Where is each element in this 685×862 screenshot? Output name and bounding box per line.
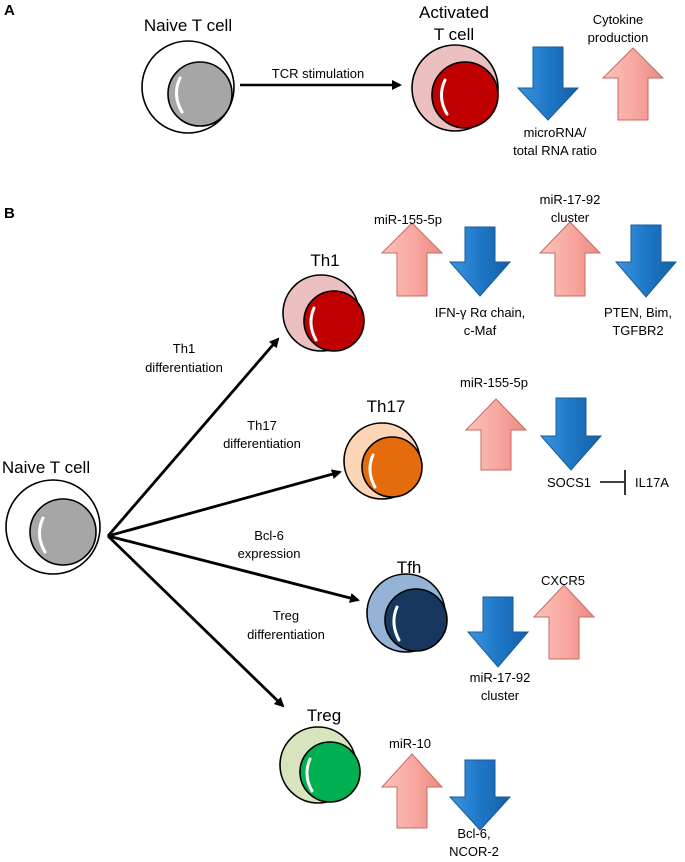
ratio-label-line2: total RNA ratio — [513, 143, 597, 158]
th17-branch-label-line2: differentiation — [223, 436, 301, 451]
ratio-label-line1: microRNA/ — [524, 125, 587, 140]
tfh-mir1792-label-line1: miR-17-92 — [470, 670, 531, 685]
th17-mir155-label: miR-155-5p — [460, 375, 528, 390]
treg-up-arrow-mir10 — [380, 753, 444, 829]
th17-cell — [343, 422, 423, 500]
treg-branch-label-line1: Treg — [273, 608, 299, 623]
th1-branch-label-line2: differentiation — [145, 360, 223, 375]
th1-down-arrow-ifn — [448, 226, 512, 297]
th1-up-arrow-mir155 — [380, 222, 444, 297]
treg-bcl6-label-line2: NCOR-2 — [449, 844, 499, 859]
cytokine-label-line2: production — [588, 30, 649, 45]
bcl6-branch-label-line1: Bcl-6 — [254, 528, 284, 543]
panel-a-up-arrow — [601, 47, 665, 121]
th1-mir1792-label-line2: cluster — [551, 210, 590, 225]
th1-ifn-label-line2: c-Maf — [464, 323, 497, 338]
th17-branch-label-line1: Th17 — [247, 418, 277, 433]
treg-branch-arrow — [107, 534, 285, 708]
treg-branch-label-line2: differentiation — [247, 627, 325, 642]
activated-t-cell — [411, 44, 499, 132]
cytokine-label-line1: Cytokine — [593, 12, 644, 27]
panel-a-naive-cell — [141, 40, 235, 134]
th1-branch-label-line1: Th1 — [173, 341, 195, 356]
th17-down-arrow-socs1 — [539, 397, 603, 471]
bcl6-branch-label-line2: expression — [238, 546, 301, 561]
bcl6-branch-arrow — [107, 534, 360, 603]
th1-branch-arrow — [106, 337, 280, 537]
th17-socs1-label: SOCS1 — [547, 475, 591, 490]
panel-b-letter: B — [4, 205, 15, 222]
tfh-cell — [366, 573, 448, 653]
tfh-name: Tfh — [397, 558, 422, 577]
th17-il17a-label: IL17A — [635, 475, 669, 490]
th1-ifn-label-line1: IFN-γ Rα chain, — [435, 305, 526, 320]
tcr-stimulation-label: TCR stimulation — [272, 66, 364, 81]
th1-down-arrow-pten — [614, 224, 678, 298]
th1-pten-label-line2: TGFBR2 — [612, 323, 663, 338]
th1-cell — [282, 274, 365, 352]
panel-b-naive-label: Naive T cell — [2, 458, 90, 477]
th17-name: Th17 — [367, 397, 406, 416]
activated-label-line2: T cell — [434, 25, 474, 44]
tfh-up-arrow-cxcr5 — [532, 584, 596, 660]
treg-mir10-label: miR-10 — [389, 736, 431, 751]
th1-up-arrow-mir1792 — [538, 221, 602, 297]
th1-mir155-label: miR-155-5p — [374, 212, 442, 227]
th1-pten-label-line1: PTEN, Bim, — [604, 305, 672, 320]
tfh-down-arrow-mir1792 — [466, 596, 530, 668]
th1-name: Th1 — [310, 251, 339, 270]
tfh-mir1792-label-line2: cluster — [481, 688, 520, 703]
panel-a-letter: A — [4, 2, 15, 19]
treg-down-arrow-bcl6 — [448, 759, 512, 831]
treg-name: Treg — [307, 706, 341, 725]
th1-mir1792-label-line1: miR-17-92 — [540, 192, 601, 207]
treg-bcl6-label-line1: Bcl-6, — [457, 826, 490, 841]
panel-a-naive-label: Naive T cell — [144, 16, 232, 35]
socs1-inhibition-symbol — [600, 470, 626, 495]
th17-branch-arrow — [107, 469, 342, 538]
tfh-cxcr5-label: CXCR5 — [541, 573, 585, 588]
panel-a-down-arrow — [516, 46, 580, 121]
activated-label-line1: Activated — [419, 3, 489, 22]
th17-up-arrow-mir155 — [464, 398, 528, 471]
treg-cell — [279, 726, 361, 804]
panel-b-naive-cell — [5, 479, 101, 575]
